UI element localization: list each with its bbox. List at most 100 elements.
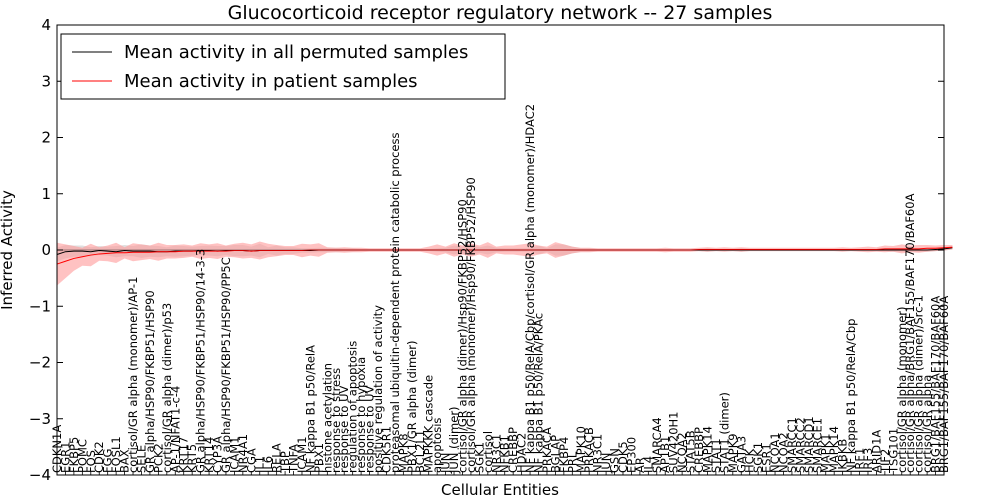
x-tick-label: BCL2L1 xyxy=(413,430,427,473)
x-tick-label: JUN xyxy=(439,453,453,474)
x-tick-label: NF kappa B1 p50/RelA/Cbp/cortisol/GR alp… xyxy=(523,104,537,473)
x-tick-label: GSN xyxy=(608,448,622,473)
x-axis-tick-labels: CDKN1AEGR1FKBP5POMCFOSCDK2FGGFOSL1BAXcor… xyxy=(50,104,951,475)
x-tick-label: NCOA1 xyxy=(768,432,782,473)
x-tick-label: IRF3 xyxy=(861,448,875,473)
x-tick-label: SUV420H1 xyxy=(667,412,681,474)
x-tick-label: cortisol xyxy=(481,431,495,473)
legend-entry: Mean activity in all permuted samples xyxy=(124,42,468,63)
x-tick-label: SELE xyxy=(134,445,148,473)
x-tick-label: PRKACB xyxy=(582,427,596,473)
x-tick-label: CREBBP xyxy=(506,427,520,473)
x-tick-label: RELA xyxy=(270,443,284,473)
x-tick-label: regulation of apoptosis xyxy=(346,341,360,473)
legend-box xyxy=(60,33,506,100)
plot-frame xyxy=(56,24,945,476)
y-tick-label: −4 xyxy=(29,466,51,484)
y-tick-label: 4 xyxy=(41,16,51,34)
y-axis-label: Inferred Activity xyxy=(0,190,16,310)
x-tick-label: KRT5 xyxy=(185,444,199,473)
y-tick-label: 2 xyxy=(41,129,51,147)
x-tick-label: MAPKKK cascade xyxy=(422,375,436,473)
legend-entry: Mean activity in patient samples xyxy=(124,71,418,92)
x-tick-label: POMC xyxy=(75,439,89,473)
x-tick-label: SMARCE1 xyxy=(810,418,824,473)
x-tick-label: NR4A1 xyxy=(236,434,250,473)
x-tick-label: EP300 xyxy=(624,437,638,473)
x-tick-label: MAPK8 xyxy=(396,433,410,473)
x-tick-label: NR3C1 xyxy=(591,434,605,473)
x-tick-label: NF kappa B1 p50/RelA xyxy=(303,345,317,473)
x-tick-label: FKBP5 xyxy=(67,437,81,473)
x-tick-label: FOSL1 xyxy=(109,436,123,473)
x-tick-label: IRF1 xyxy=(853,448,867,473)
x-tick-label: AP1B1 xyxy=(658,436,672,473)
x-tick-label: cortisol/GR alpha (monomer)/Hsp90/FKBP52… xyxy=(464,177,478,473)
x-tick-label: BGLAP xyxy=(548,435,562,473)
x-tick-label: PBX1/GR alpha (dimer) xyxy=(405,341,419,473)
x-tick-label: KRT17 xyxy=(177,437,191,473)
x-tick-label: NR3C1 xyxy=(489,434,503,473)
x-tick-label: cortisol/GR alpha (dimer)/Src-1 xyxy=(912,295,926,473)
x-tick-label: cortisol/GR alpha (monomer) xyxy=(895,306,909,473)
x-axis-label: Cellular Entities xyxy=(441,481,559,499)
x-tick-label: response to hypoxia xyxy=(354,357,368,473)
x-tick-label: NF kappa B1 p50/RelA/PKAc xyxy=(532,313,546,473)
x-tick-label: FGG xyxy=(101,449,115,473)
x-tick-label: SMARCC2 xyxy=(793,417,807,473)
y-tick-label: 1 xyxy=(41,185,51,203)
x-tick-label: CDK2 xyxy=(92,441,106,473)
x-tick-label: TSG101 xyxy=(886,428,900,474)
legend: Mean activity in all permuted samplesMea… xyxy=(60,33,506,100)
x-tick-label: IL1 xyxy=(253,456,267,473)
x-tick-label: histone acetylation xyxy=(320,363,334,473)
x-tick-label: SMARCC1 xyxy=(785,417,799,473)
x-tick-label: positive regulation of activity xyxy=(371,305,385,473)
x-tick-label: apoptosis xyxy=(430,418,444,473)
x-tick-label: SGK1 xyxy=(472,442,486,473)
x-tick-label: SMARCD1 xyxy=(802,416,816,473)
x-tick-label: BAX xyxy=(118,449,132,473)
x-tick-label: AR xyxy=(633,457,647,473)
y-tick-label: 0 xyxy=(41,241,51,259)
x-tick-label: cortisol/GR alpha/BRG1/BAF155/BAF170/BAF… xyxy=(903,193,917,473)
x-tick-label: SGK1 xyxy=(751,442,765,473)
x-tick-label: cortisol/GR alpha (monomer)/AP-1 xyxy=(126,277,140,473)
x-tick-label: BRG1/BAF155/BAF170/BAF60A xyxy=(929,296,943,473)
x-tick-label: STAT1 (dimer) xyxy=(717,392,731,473)
x-tick-label: EGR1 xyxy=(58,442,72,474)
x-tick-label: IL4 xyxy=(641,456,655,473)
x-tick-label: KRT14 xyxy=(202,437,216,473)
x-tick-label: proteasomal ubiquitin-dependent protein … xyxy=(388,132,402,473)
x-tick-label: GR alpha/HSP90/FKBP51/HSP90/14-3-3 xyxy=(194,249,208,473)
x-tick-label: CREBBP xyxy=(692,427,706,473)
y-tick-label: 3 xyxy=(41,72,51,90)
x-tick-label: NCOA2 xyxy=(675,432,689,473)
x-tick-label: PCK2 xyxy=(151,443,165,473)
series-band-1 xyxy=(57,241,953,286)
x-tick-label: FKBP4 xyxy=(557,437,571,473)
x-tick-label: CDK5 xyxy=(616,441,630,473)
x-tick-label: response to UV xyxy=(363,385,377,473)
x-tick-label: ESR1 xyxy=(760,443,774,473)
x-tick-label: CGA xyxy=(244,448,258,473)
x-tick-label: ICAM1 xyxy=(227,436,241,473)
x-tick-label: AP-1/NFAT1-c-4 xyxy=(168,386,182,473)
x-tick-label: SMARCA4 xyxy=(650,417,664,473)
confidence-bands xyxy=(57,241,953,286)
x-tick-label: cortisol/GR alpha (dimer)/p53 xyxy=(160,303,174,473)
x-tick-label: MAPK1 xyxy=(819,433,833,473)
x-tick-label: MAPK10 xyxy=(574,426,588,473)
x-tick-label: NFKB1 xyxy=(498,435,512,473)
x-tick-label: FOS xyxy=(84,450,98,473)
x-tick-label: STAT1 xyxy=(709,438,723,473)
x-tick-label: CDK5R1 xyxy=(379,426,393,473)
x-tick-label: TIF2 xyxy=(878,449,892,474)
x-tick-label: cortisol/GR alpha (dimer)/Hsp90/FKBP52/H… xyxy=(455,199,469,473)
x-tick-label: NF kappa B1 p50/RelA/Cbp xyxy=(844,319,858,473)
y-tick-label: −2 xyxy=(29,354,51,372)
x-tick-label: ICAM1 xyxy=(295,436,309,473)
x-tick-label: GR alpha/HSP90/FKBP51/HSP90 xyxy=(143,290,157,473)
